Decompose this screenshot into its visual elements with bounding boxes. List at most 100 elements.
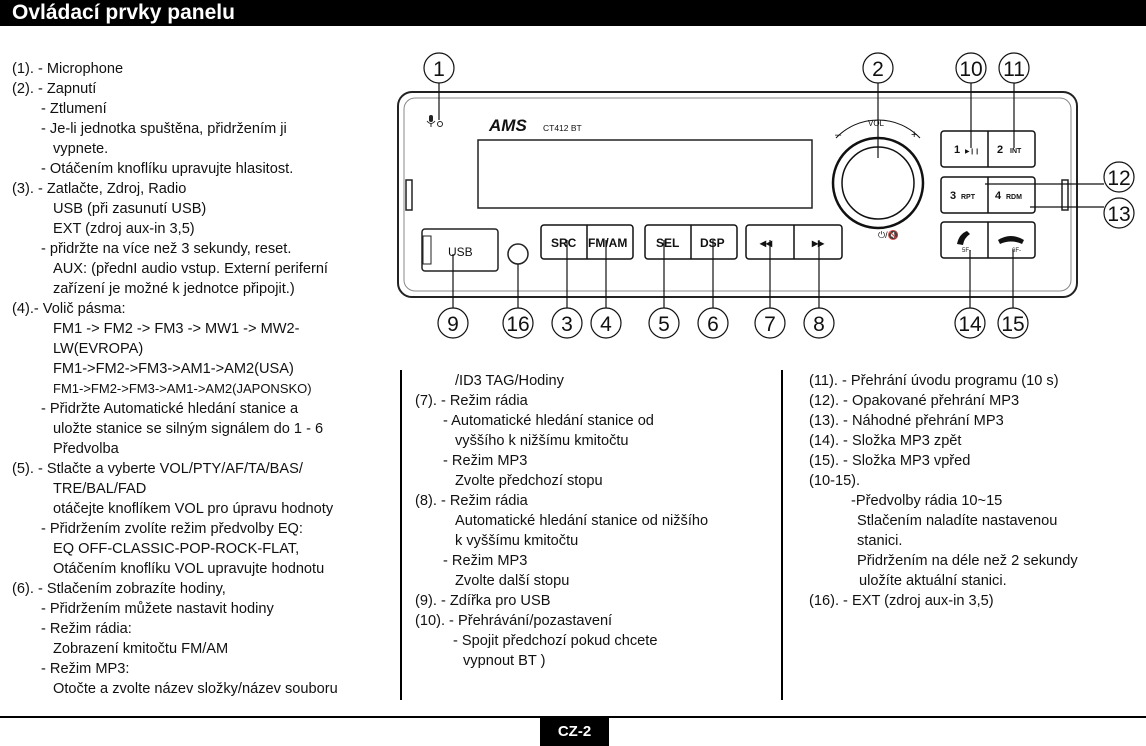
- text-line: (6). - Stlačením zobrazíte hodiny,: [12, 581, 226, 597]
- text-column-1: (1). - Microphone (2). - Zapnutí - Ztlum…: [12, 59, 338, 699]
- callout-14: 14: [958, 313, 982, 336]
- callout-4: 4: [600, 313, 612, 336]
- text-line: FM1->FM2->FM3->AM1->AM2(USA): [53, 361, 294, 377]
- usb-port-frame: [421, 228, 499, 272]
- callout-1: 1: [433, 58, 445, 81]
- text-line: TRE/BAL/FAD: [53, 481, 147, 497]
- prev-icon: ◂◂: [759, 236, 773, 250]
- text-line: (13). - Náhodné přehrání MP3: [809, 413, 1004, 429]
- text-line: - Automatické hledání stanice od: [443, 413, 654, 429]
- preset-1-label: 1: [954, 144, 960, 156]
- text-line: - Spojit předchozí pokud chcete: [453, 633, 658, 649]
- text-line: (11). - Přehrání úvodu programu (10 s): [809, 373, 1059, 389]
- f5-label: 5F-: [962, 248, 971, 254]
- text-line: -Předvolby rádia 10~15: [851, 493, 1003, 509]
- vol-plus: +: [911, 129, 917, 141]
- text-line: (2). - Zapnutí: [12, 81, 97, 97]
- usb-edge: [422, 235, 432, 265]
- left-slot: [405, 179, 413, 211]
- page-header: Ovládací prvky panelu: [0, 0, 1146, 26]
- phone-answer-icon: [957, 231, 970, 245]
- text-line: /ID3 TAG/Hodiny: [455, 373, 564, 389]
- preset-3-label: 3: [950, 190, 956, 202]
- text-line: (10). - Přehrávání/pozastavení: [415, 613, 613, 629]
- text-line: (16). - EXT (zdroj aux-in 3,5): [809, 593, 994, 609]
- text-line: Zvolte předchozí stopu: [455, 473, 603, 489]
- text-line: LW(EVROPA): [53, 341, 144, 357]
- dsp-label: DSP: [700, 236, 725, 250]
- text-line: otáčejte knoflíkem VOL pro úpravu hodnot…: [53, 501, 334, 517]
- callout-6: 6: [707, 313, 719, 336]
- callout-15: 15: [1001, 313, 1024, 336]
- aux-jack: [507, 243, 529, 265]
- callout-16: 16: [506, 313, 529, 336]
- page-title: Ovládací prvky panelu: [12, 1, 235, 24]
- text-line: Otáčením knoflíku VOL upravujte hodnotu: [53, 561, 325, 577]
- text-line: vypnout BT ): [463, 653, 546, 669]
- int-label: INT: [1010, 148, 1022, 155]
- callout-10: 10: [959, 58, 982, 81]
- rpt-label: RPT: [961, 194, 976, 201]
- text-line: stanici.: [857, 533, 903, 549]
- text-column-2: /ID3 TAG/Hodiny (7). - Režim rádia - Aut…: [415, 371, 708, 671]
- callout-8: 8: [813, 313, 825, 336]
- sel-label: SEL: [656, 236, 679, 250]
- text-line: EQ OFF-CLASSIC-POP-ROCK-FLAT,: [53, 541, 300, 557]
- text-line: k vyššímu kmitočtu: [455, 533, 579, 549]
- column-divider: [400, 370, 402, 700]
- text-column-3: (11). - Přehrání úvodu programu (10 s) (…: [809, 371, 1078, 611]
- fmam-label: FM/AM: [588, 236, 627, 250]
- text-line: Stlačením naladíte nastavenou: [857, 513, 1058, 529]
- text-line: (5). - Stlačte a vyberte VOL/PTY/AF/TA/B…: [12, 461, 303, 477]
- text-line: (10-15).: [809, 473, 861, 489]
- text-line: (7). - Režim rádia: [415, 393, 528, 409]
- play-pause-icon: ▶❙❙: [965, 148, 980, 155]
- text-line: Zvolte další stopu: [455, 573, 570, 589]
- text-line: - Režim rádia:: [41, 621, 132, 637]
- callout-13: 13: [1107, 203, 1130, 226]
- callout-3: 3: [561, 313, 573, 336]
- text-line: uložíte aktuální stanici.: [859, 573, 1007, 589]
- text-line: Otočte a zvolte název složky/název soubo…: [53, 681, 338, 697]
- preset-2-label: 2: [997, 144, 1003, 156]
- text-line: - přidržte na více než 3 sekundy, reset.: [41, 241, 292, 257]
- text-line: uložte stanice se silným signálem do 1 -…: [53, 421, 324, 437]
- callout-2: 2: [872, 58, 884, 81]
- text-line: - Přidržením můžete nastavit hodiny: [41, 601, 274, 617]
- display-screen: [477, 139, 813, 209]
- page-number: CZ-2: [540, 718, 609, 746]
- f6-label: 6F-: [1012, 248, 1021, 254]
- text-line: Automatické hledání stanice od nižšího: [455, 513, 709, 529]
- text-line: (15). - Složka MP3 vpřed: [809, 453, 971, 469]
- text-line: vypnete.: [53, 141, 109, 157]
- brand-logo: AMS: [488, 116, 527, 135]
- text-line: (3). - Zatlačte, Zdroj, Radio: [12, 181, 187, 197]
- text-line: Přidržením na déle než 2 sekundy: [857, 553, 1078, 569]
- rdm-label: RDM: [1006, 194, 1022, 201]
- callout-7: 7: [764, 313, 776, 336]
- callout-11: 11: [1003, 58, 1025, 81]
- text-line: (12). - Opakované přehrání MP3: [809, 393, 1020, 409]
- text-line: (4).- Volič pásma:: [12, 301, 126, 317]
- text-line: (8). - Režim rádia: [415, 493, 528, 509]
- text-line: - Ztlumení: [41, 101, 107, 117]
- text-line: USB (při zasunutí USB): [53, 201, 207, 217]
- text-line: Předvolba: [53, 441, 119, 457]
- vol-minus: –: [835, 129, 842, 141]
- model-label: CT412 BT: [543, 123, 582, 133]
- microphone-icon: [426, 115, 443, 127]
- text-line: FM1->FM2->FM3->AM1->AM2(JAPONSKO): [53, 381, 312, 396]
- text-line: zařízení je možné k jednotce připojit.): [53, 281, 295, 297]
- text-line: - Přidržte Automatické hledání stanice a: [41, 401, 299, 417]
- text-line: - Režim MP3:: [41, 661, 130, 677]
- text-line: - Režim MP3: [443, 453, 528, 469]
- src-label: SRC: [551, 236, 577, 250]
- footer-rule: [0, 716, 1146, 718]
- text-line: - Je-li jednotka spuštěna, přidržením ji: [41, 121, 287, 137]
- text-line: - Otáčením knoflíku upravujte hlasitost.: [41, 161, 294, 177]
- vol-label: VOL: [868, 119, 885, 128]
- radio-panel-diagram: AMS CT412 BT VOL – + ⏻/🔇 USB SRC FM/AM S…: [397, 52, 1135, 339]
- text-line: AUX: (přednI audio vstup. Externí perife…: [53, 261, 328, 277]
- text-line: FM1 -> FM2 -> FM3 -> MW1 -> MW2-: [53, 321, 300, 337]
- panel-outline: [397, 91, 1078, 298]
